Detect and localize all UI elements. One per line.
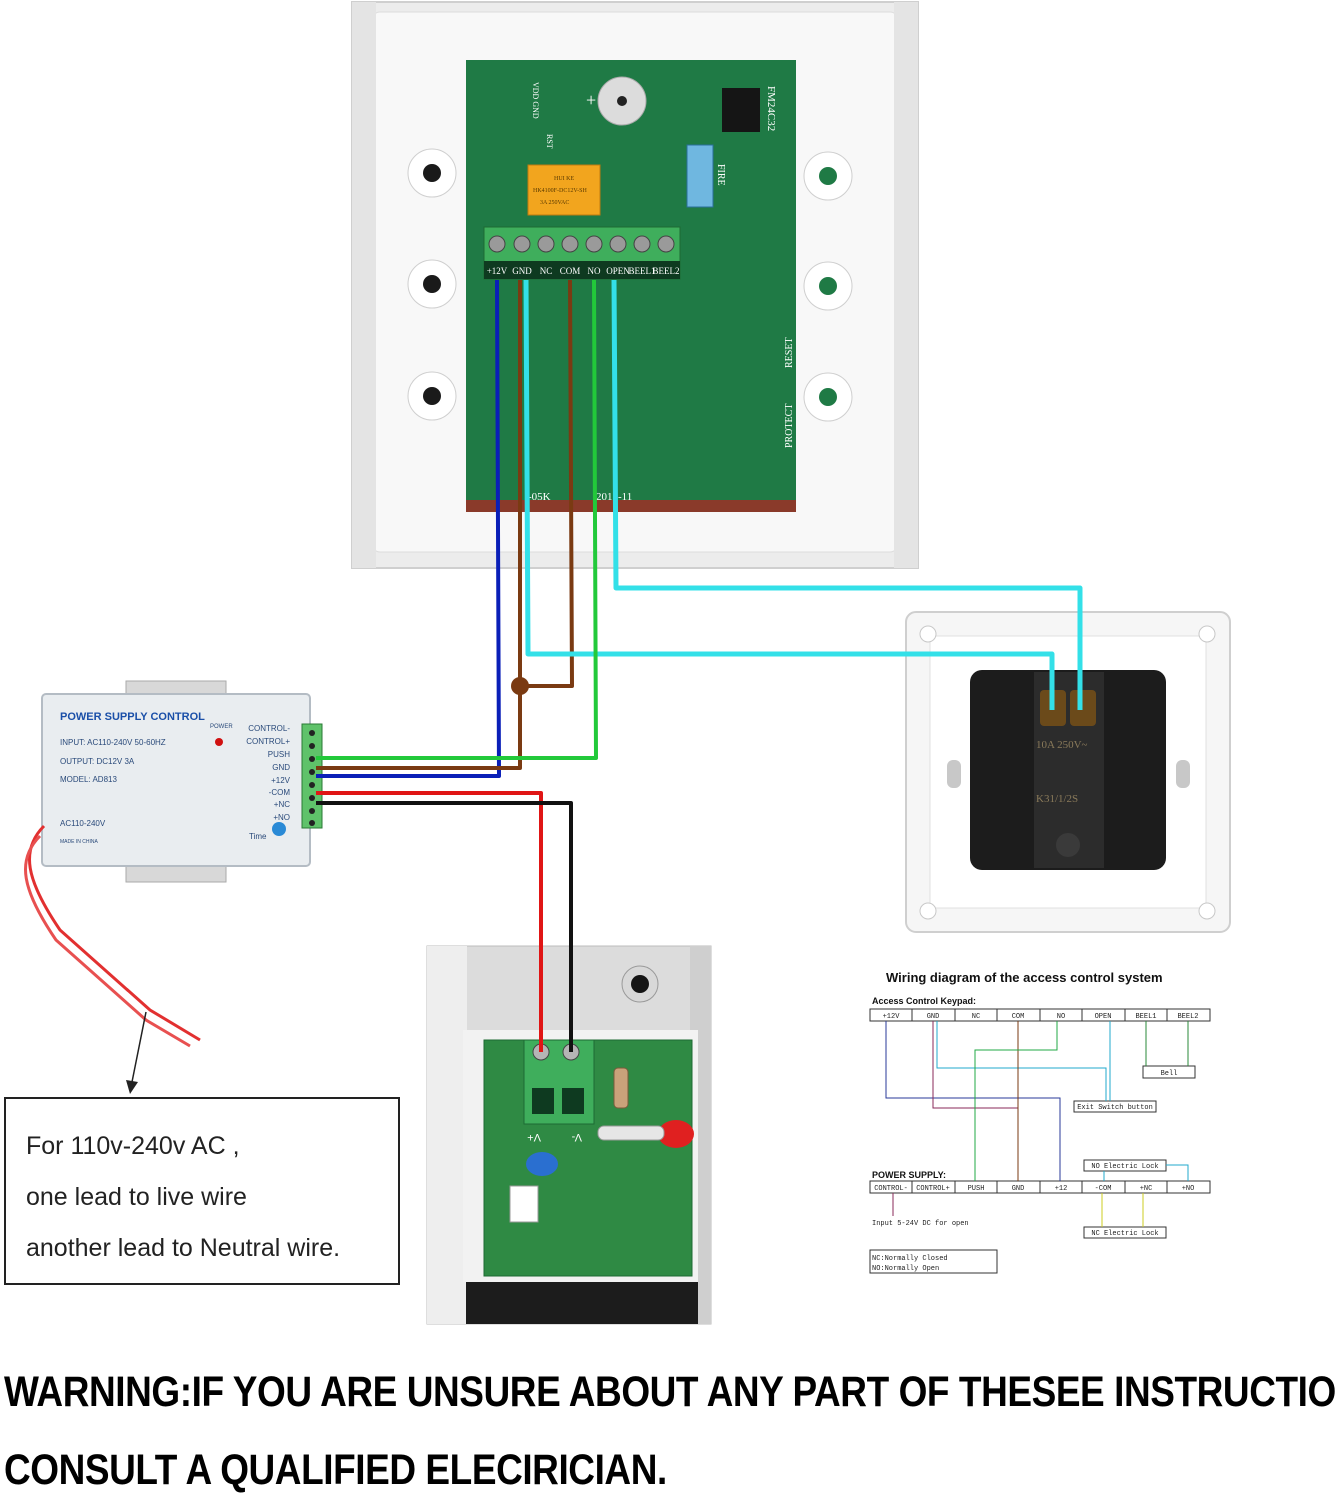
schematic-legend-no: NO:Normally Open bbox=[872, 1265, 939, 1273]
psu-model: MODEL: AD813 bbox=[60, 775, 117, 784]
relay-label: 3A 250VAC bbox=[540, 200, 569, 206]
schematic-legend-nc: NC:Normally Closed bbox=[872, 1255, 948, 1263]
wire-cyan bbox=[611, 279, 1083, 710]
psu-title: POWER SUPPLY CONTROL bbox=[60, 711, 205, 723]
switch-rating: 10A 250V~ bbox=[1036, 739, 1088, 751]
keypad-terminal-label: COM bbox=[560, 266, 581, 276]
schematic-no-lock: NO Electric Lock bbox=[1091, 1163, 1158, 1171]
schematic-exit-button: Exit Switch button bbox=[1077, 1104, 1153, 1112]
schematic-power-terminal: +NC bbox=[1140, 1185, 1153, 1193]
psu-time-label: Time bbox=[249, 832, 267, 841]
lock-led-icon bbox=[658, 1120, 694, 1148]
ac-note-box: For 110v-240v AC , one lead to live wire… bbox=[4, 1097, 400, 1285]
board-label-code: -05K bbox=[528, 491, 551, 503]
lock-v-plus: V+ bbox=[527, 1131, 541, 1143]
schematic-power-terminal: PUSH bbox=[968, 1185, 985, 1193]
note-line: one lead to live wire bbox=[26, 1183, 247, 1211]
wire-brown bbox=[316, 280, 522, 770]
board-label-vdd-gnd: VDD GND bbox=[531, 82, 540, 119]
psu-terminal-label: GND bbox=[272, 763, 290, 772]
board-label-protect: PROTECT bbox=[784, 404, 795, 448]
board-label-chip: FM24C32 bbox=[765, 86, 777, 131]
eeprom-chip-icon bbox=[722, 88, 760, 132]
schematic-power-terminal: -COM bbox=[1095, 1185, 1112, 1193]
psu-made-in: MADE IN CHINA bbox=[60, 839, 98, 845]
schematic-nc-lock: NC Electric Lock bbox=[1091, 1230, 1158, 1238]
psu-output: OUTPUT: DC12V 3A bbox=[60, 757, 135, 766]
psu-terminal-label: -COM bbox=[269, 788, 291, 797]
schematic-keypad-terminal: BEEL2 bbox=[1177, 1013, 1198, 1021]
schematic-input-note: Input 5-24V DC for open bbox=[872, 1220, 969, 1228]
lock-v-minus: V- bbox=[571, 1131, 582, 1143]
schematic-power-terminal: +NO bbox=[1182, 1185, 1195, 1193]
wire-green bbox=[316, 279, 598, 760]
psu-terminal-label: PUSH bbox=[268, 750, 290, 759]
keypad-terminal-label: +12V bbox=[487, 266, 508, 276]
board-label-fire: FIRE bbox=[715, 164, 726, 186]
board-label-reset: RESET bbox=[784, 337, 795, 368]
keypad-terminal-label: OPEN bbox=[606, 266, 630, 276]
wiring-schematic: Access Control Keypad: +12V GND NC COM N… bbox=[869, 996, 1211, 1274]
wiring-illustration: +12V GND NC COM NO OPEN BEEL1 BEEL2 VDD … bbox=[23, 1, 1231, 1325]
schematic-keypad-terminal: BEEL1 bbox=[1135, 1013, 1156, 1021]
warning-line-1: WARNING:IF YOU ARE UNSURE ABOUT ANY PART… bbox=[4, 1368, 1337, 1416]
keypad-terminal-label: BEEL1 bbox=[629, 266, 656, 276]
power-led-icon bbox=[215, 738, 223, 746]
wire-red bbox=[316, 791, 543, 1052]
relay-label: HK4100F-DC12V-SH bbox=[533, 188, 587, 194]
wire-blue bbox=[316, 279, 501, 778]
ac-input-leads bbox=[23, 824, 201, 1048]
keypad-terminal-label: GND bbox=[512, 266, 532, 276]
psu-terminal-label: +NC bbox=[274, 800, 290, 809]
schematic-title: Wiring diagram of the access control sys… bbox=[886, 970, 1163, 985]
schematic-keypad-terminal: NC bbox=[972, 1013, 980, 1021]
relay-icon bbox=[527, 164, 601, 216]
note-line: For 110v-240v AC , bbox=[26, 1132, 240, 1160]
note-line: another lead to Neutral wire. bbox=[26, 1234, 341, 1262]
schematic-power-terminal: +12 bbox=[1055, 1185, 1068, 1193]
schematic-keypad-terminal: GND bbox=[927, 1013, 940, 1021]
psu-terminal-label: +NO bbox=[273, 813, 290, 822]
wire-junction bbox=[511, 677, 529, 695]
psu-power-label: POWER bbox=[210, 724, 233, 730]
fire-connector-icon bbox=[686, 144, 714, 208]
schematic-power-label: POWER SUPPLY: bbox=[872, 1170, 946, 1180]
psu-terminal-label: CONTROL+ bbox=[246, 737, 290, 746]
warning-line-2: CONSULT A QUALIFIED ELECIRICIAN. bbox=[4, 1446, 667, 1494]
electric-lock: V+ V- bbox=[426, 945, 712, 1325]
schematic-bell: Bell bbox=[1161, 1070, 1178, 1078]
keypad-terminal-label: NO bbox=[588, 266, 601, 276]
keypad-terminal-label: NC bbox=[540, 266, 553, 276]
psu-ac: AC110-240V bbox=[60, 819, 106, 828]
board-label-rst: RST bbox=[545, 134, 554, 149]
note-arrow bbox=[126, 1011, 147, 1094]
psu-terminal-label: +12V bbox=[271, 776, 291, 785]
wire-brown bbox=[520, 279, 574, 688]
schematic-keypad-terminal: NO bbox=[1057, 1013, 1065, 1021]
wire-cyan bbox=[523, 279, 1055, 710]
wire-black bbox=[316, 801, 573, 1052]
keypad-unit: +12V GND NC COM NO OPEN BEEL1 BEEL2 VDD … bbox=[351, 1, 919, 569]
schematic-keypad-label: Access Control Keypad: bbox=[872, 996, 976, 1006]
wires bbox=[316, 279, 1083, 1052]
schematic-keypad-terminal: COM bbox=[1012, 1013, 1025, 1021]
schematic-power-terminal: GND bbox=[1012, 1185, 1025, 1193]
switch-model: K31/1/2S bbox=[1036, 793, 1078, 805]
schematic-power-terminal: CONTROL+ bbox=[916, 1185, 950, 1193]
exit-switch: 10A 250V~ K31/1/2S bbox=[905, 611, 1231, 933]
schematic-power-terminal: CONTROL- bbox=[874, 1185, 908, 1193]
board-label-plus: + bbox=[586, 90, 596, 110]
keypad-terminal-label: BEEL2 bbox=[653, 266, 680, 276]
relay-label: HUI KE bbox=[554, 176, 574, 182]
power-supply: POWER SUPPLY CONTROL INPUT: AC110-240V 5… bbox=[41, 680, 323, 883]
time-knob-icon bbox=[272, 822, 286, 836]
psu-input: INPUT: AC110-240V 50-60HZ bbox=[60, 738, 166, 747]
schematic-keypad-terminal: +12V bbox=[883, 1013, 901, 1021]
psu-terminal-label: CONTROL- bbox=[248, 724, 290, 733]
schematic-keypad-terminal: OPEN bbox=[1095, 1013, 1112, 1021]
